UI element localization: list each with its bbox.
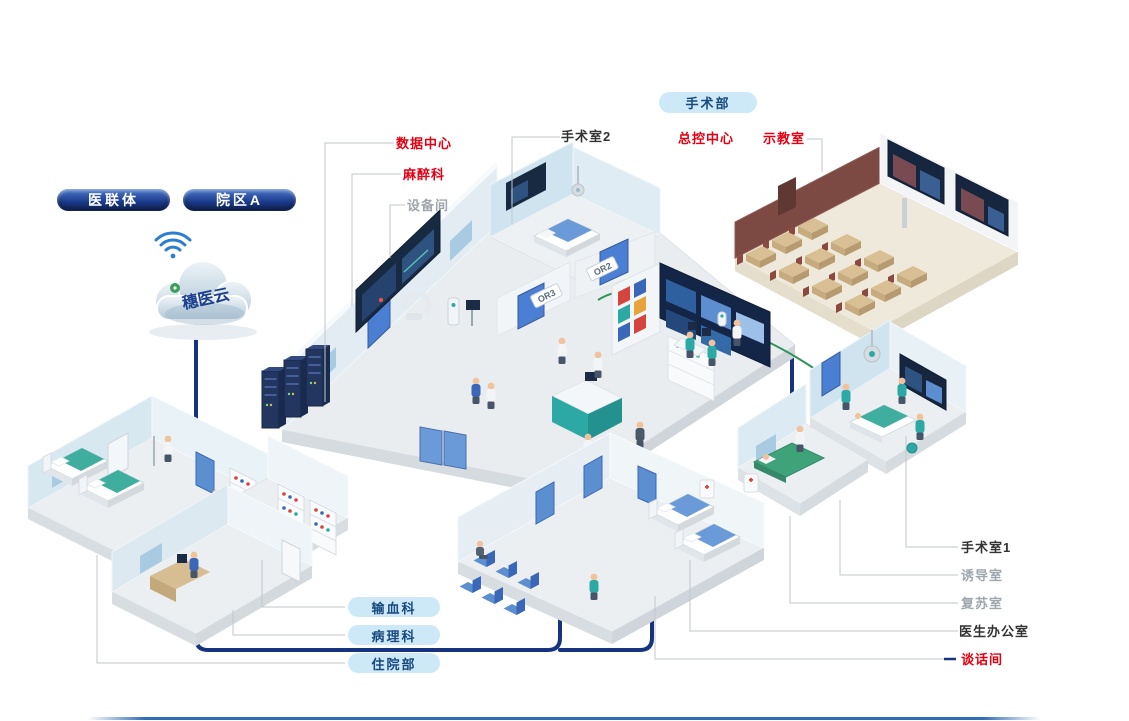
badge-medical-alliance: 医联体: [57, 189, 170, 211]
leader-lines: [96, 136, 958, 664]
c-arm-machine: [402, 290, 432, 315]
classroom-door: [778, 177, 796, 216]
badge-pathology-label: 病理科: [371, 628, 417, 644]
badge-inpatient-label: 住院部: [371, 656, 417, 672]
label-induction-room: 诱导室: [961, 568, 1004, 583]
visitor-figure: [635, 421, 645, 448]
or2-operating-bed: [532, 218, 602, 257]
doctor-office-room: [737, 383, 869, 516]
label-data-center: 数据中心: [396, 136, 453, 151]
wall-window: [450, 220, 472, 261]
label-master-control: 总控中心: [678, 131, 735, 146]
consult-building: [456, 432, 766, 644]
cloud-icon: 穗医云: [149, 260, 257, 340]
operator-figure: [685, 331, 695, 358]
lobby-door: [443, 430, 467, 470]
cart-monitor: [466, 300, 480, 310]
classroom-screens: [887, 139, 1009, 237]
lobby-door: [419, 426, 443, 466]
control-monitor: [702, 328, 711, 336]
label-demo-classroom: 示教室: [763, 131, 806, 146]
or2-room: [488, 141, 662, 281]
clerk-figure: [189, 551, 199, 578]
operator-figure: [707, 339, 717, 366]
surgical-stool: [906, 442, 918, 454]
badge-campus-a: 院区A: [183, 189, 296, 211]
office-monitor: [177, 554, 187, 563]
doctor-figure: [795, 425, 805, 452]
badge-pathology: 病理科: [348, 625, 440, 645]
or1-wall-screens: [899, 353, 947, 411]
label-anesthesiology: 麻醉科: [403, 167, 446, 182]
demo-classroom: [733, 132, 1020, 345]
control-monitor: [688, 322, 697, 330]
label-recovery-room: 复苏室: [961, 596, 1004, 611]
or-corridor-doors: OR3 OR2: [496, 231, 656, 337]
main-or-floor: OR3 OR2: [261, 141, 843, 500]
visitor-figure: [471, 377, 481, 404]
ward-office-room: [110, 483, 314, 646]
server-rack: [261, 366, 287, 429]
or1-operating-table: [848, 404, 918, 443]
ward-building: [26, 395, 350, 646]
or1-door: [821, 351, 841, 397]
lobby: [419, 337, 645, 480]
label-operating-room-1: 手术室1: [961, 540, 1012, 555]
visitor-figure: [486, 382, 496, 409]
receptionist-figure: [593, 351, 603, 378]
badge-medical-alliance-label: 医联体: [88, 192, 139, 208]
medical-cart: [743, 473, 759, 493]
or2-door-plate: OR2: [586, 256, 619, 281]
reception-monitor: [585, 372, 597, 381]
master-control-center: [611, 262, 771, 402]
surgeon-figure: [915, 413, 925, 440]
footer-accent-line: [88, 717, 1040, 720]
label-operating-room-2: 手术室2: [561, 129, 612, 144]
badge-campus-a-label: 院区A: [215, 192, 264, 208]
server-rack: [283, 355, 309, 418]
consult-door: [583, 455, 603, 499]
badge-blood-transfusion-label: 输血科: [371, 600, 417, 616]
office-window: [756, 434, 776, 464]
label-doctor-office: 医生办公室: [959, 624, 1030, 639]
badge-inpatient: 住院部: [348, 653, 440, 673]
consult-door: [535, 481, 555, 525]
surgeon-figure: [841, 383, 851, 410]
standing-patient: [589, 573, 599, 600]
back-corridor-wall: [281, 161, 498, 432]
seated-patient: [476, 540, 488, 559]
staff-figure: [557, 337, 567, 364]
or3-door-plate: OR3: [530, 283, 563, 308]
video-wall: [659, 262, 771, 368]
first-aid-cabinet: [699, 479, 715, 499]
label-talk-room: 谈话间: [961, 652, 1004, 667]
badge-surgery-department-label: 手术部: [685, 96, 731, 111]
surgeon-figure: [897, 377, 907, 404]
server-rack: [305, 344, 331, 407]
badge-blood-transfusion: 输血科: [348, 597, 440, 617]
label-equipment-room: 设备间: [407, 198, 450, 213]
supervisor-figure: [732, 319, 742, 346]
ward-room-beds: [26, 395, 274, 579]
reception-desk: [550, 372, 624, 440]
exam-table: [752, 442, 826, 483]
projector-stand: [902, 198, 907, 228]
service-robot: [717, 311, 727, 327]
wifi-icon: [154, 231, 192, 259]
equipment-room: [402, 290, 480, 326]
medical-robot: [447, 297, 460, 326]
anesthesia-monitor-wall: [355, 208, 441, 334]
nurse-figure: [163, 435, 173, 462]
badge-surgery-department: 手术部: [659, 92, 757, 113]
